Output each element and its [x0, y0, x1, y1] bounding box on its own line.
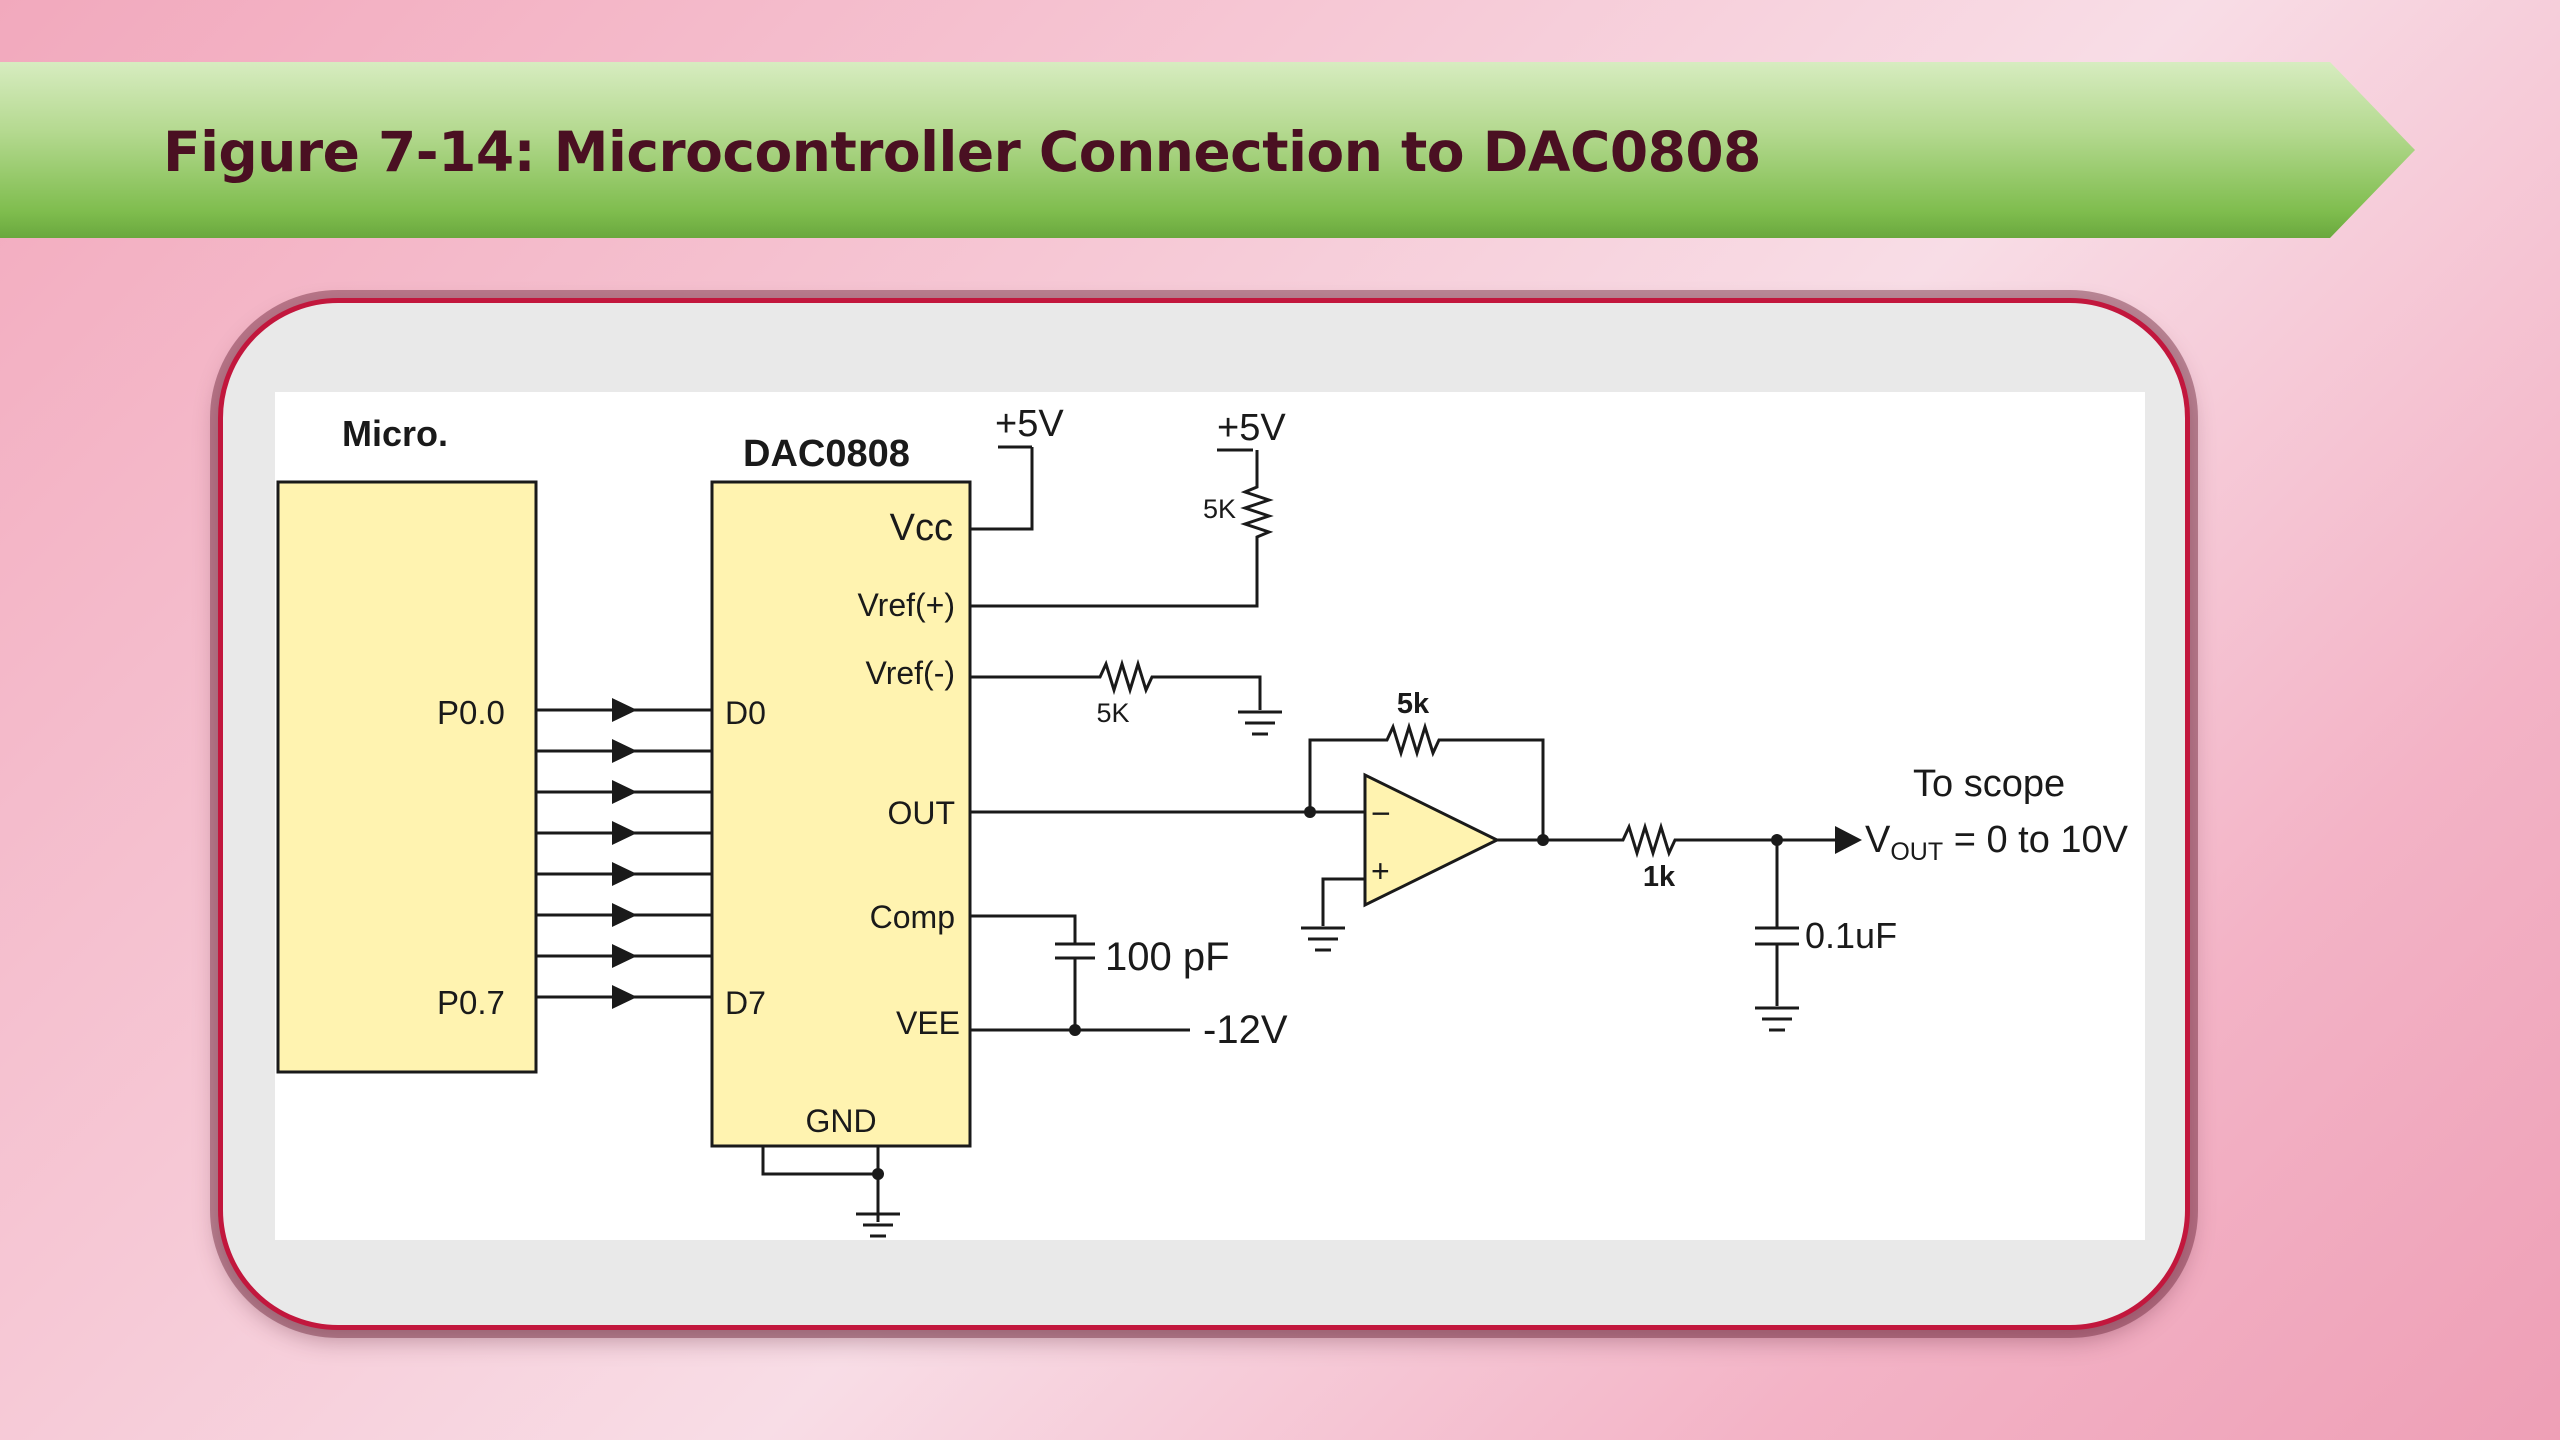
scope-arrow [1835, 826, 1862, 854]
output-resistor-wire [1497, 821, 1835, 859]
vref-neg-resistor-wire [970, 658, 1262, 710]
gnd-wire [761, 1146, 880, 1222]
junction-opamp-out [1537, 834, 1549, 846]
to-scope-label: To scope [1913, 763, 2065, 805]
supply-vcc-label: +5V [995, 403, 1064, 445]
vee-supply-label: -12V [1203, 1008, 1288, 1052]
pin-vee-label: VEE [896, 1005, 960, 1041]
pin-d0-label: D0 [725, 695, 766, 731]
ground-symbol-ref [1238, 710, 1282, 736]
vcc-wire [970, 445, 1034, 531]
comp-wire [970, 914, 1077, 944]
ground-symbol-output [1755, 1006, 1799, 1032]
pin-comp-label: Comp [870, 899, 955, 935]
c-comp-label: 100 pF [1105, 935, 1230, 979]
supply-ref-label: +5V [1217, 407, 1286, 449]
title-banner [0, 62, 2415, 238]
junction-gnd [872, 1168, 884, 1180]
c-out-label: 0.1uF [1805, 915, 1897, 956]
data-bus-arrows [612, 698, 637, 1009]
pin-p00-label: P0.0 [437, 694, 505, 731]
op-amp-plus: + [1371, 853, 1390, 889]
circuit-diagram: Micro. P0.0 P0.7 DAC0808 Vcc Vref(+) Vre… [275, 392, 2145, 1240]
r-out-label: 1k [1643, 861, 1676, 893]
micro-block [276, 480, 538, 1074]
dac-block [710, 480, 972, 1148]
r-ref-neg-label: 5K [1096, 698, 1129, 728]
op-amp [1363, 772, 1501, 908]
pin-p07-label: P0.7 [437, 984, 505, 1021]
noninverting-input-wire [1321, 877, 1365, 926]
junction-output [1771, 834, 1783, 846]
pin-vcc-label: Vcc [890, 507, 953, 549]
pin-gnd-label: GND [805, 1103, 876, 1139]
diagram-background [275, 392, 2145, 1240]
pin-vref-pos-label: Vref(+) [858, 587, 956, 623]
vout-label: VOUT = 0 to 10V [1865, 819, 2129, 866]
page-title: Figure 7-14: Microcontroller Connection … [163, 120, 1761, 184]
pin-d7-label: D7 [725, 985, 766, 1021]
ground-symbol-dac [856, 1212, 900, 1238]
micro-label: Micro. [342, 413, 448, 454]
r-feedback-label: 5k [1397, 688, 1430, 720]
dac-label: DAC0808 [743, 433, 910, 475]
op-amp-minus: − [1371, 795, 1391, 833]
r-ref-pos-label: 5K [1203, 494, 1236, 524]
vref-pos-resistor-wire [970, 450, 1274, 608]
feedback-resistor-wire [1308, 721, 1545, 840]
ground-symbol-opamp [1301, 926, 1345, 952]
pin-out-label: OUT [887, 795, 955, 831]
junction-vee [1069, 1024, 1081, 1036]
pin-vref-neg-label: Vref(-) [866, 655, 955, 691]
